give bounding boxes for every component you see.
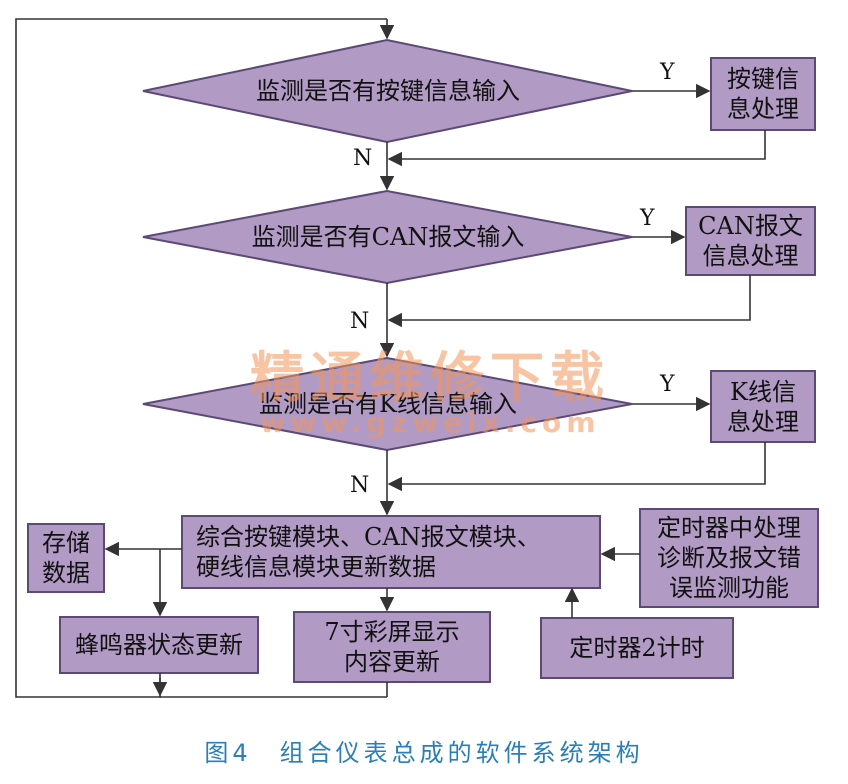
decision-key-input: [142, 38, 633, 144]
p1-return-line: [387, 130, 766, 167]
watermark: 精通维修下载 www.gzweix.com: [250, 348, 610, 438]
process-main-update: [181, 515, 601, 589]
decision-can-input: [142, 189, 633, 285]
process-kline-info: [710, 370, 816, 443]
process-timer2: [540, 617, 734, 679]
connectors: [15, 18, 766, 698]
shapes: [27, 38, 819, 683]
p2-return-line: [387, 275, 751, 328]
process-storage: [27, 523, 105, 593]
process-key-info: [710, 57, 816, 131]
d3-yes-label: Y: [660, 372, 675, 397]
figure-caption: 图4 组合仪表总成的软件系统架构: [204, 739, 644, 767]
p3-return-line: [387, 442, 766, 492]
d2-yes-label: Y: [640, 206, 655, 231]
process-can-info: [685, 206, 816, 276]
process-screen: [293, 611, 491, 683]
process-buzzer: [59, 616, 259, 674]
d3-no-label: N: [350, 473, 370, 498]
process-timer-handler: [639, 508, 819, 608]
watermark-url: www.gzweix.com: [259, 406, 601, 439]
d1-yes-label: Y: [660, 60, 675, 85]
watermark-title: 精通维修下载: [250, 346, 610, 409]
d2-no-label: N: [350, 309, 370, 334]
d1-no-label: N: [353, 146, 373, 171]
